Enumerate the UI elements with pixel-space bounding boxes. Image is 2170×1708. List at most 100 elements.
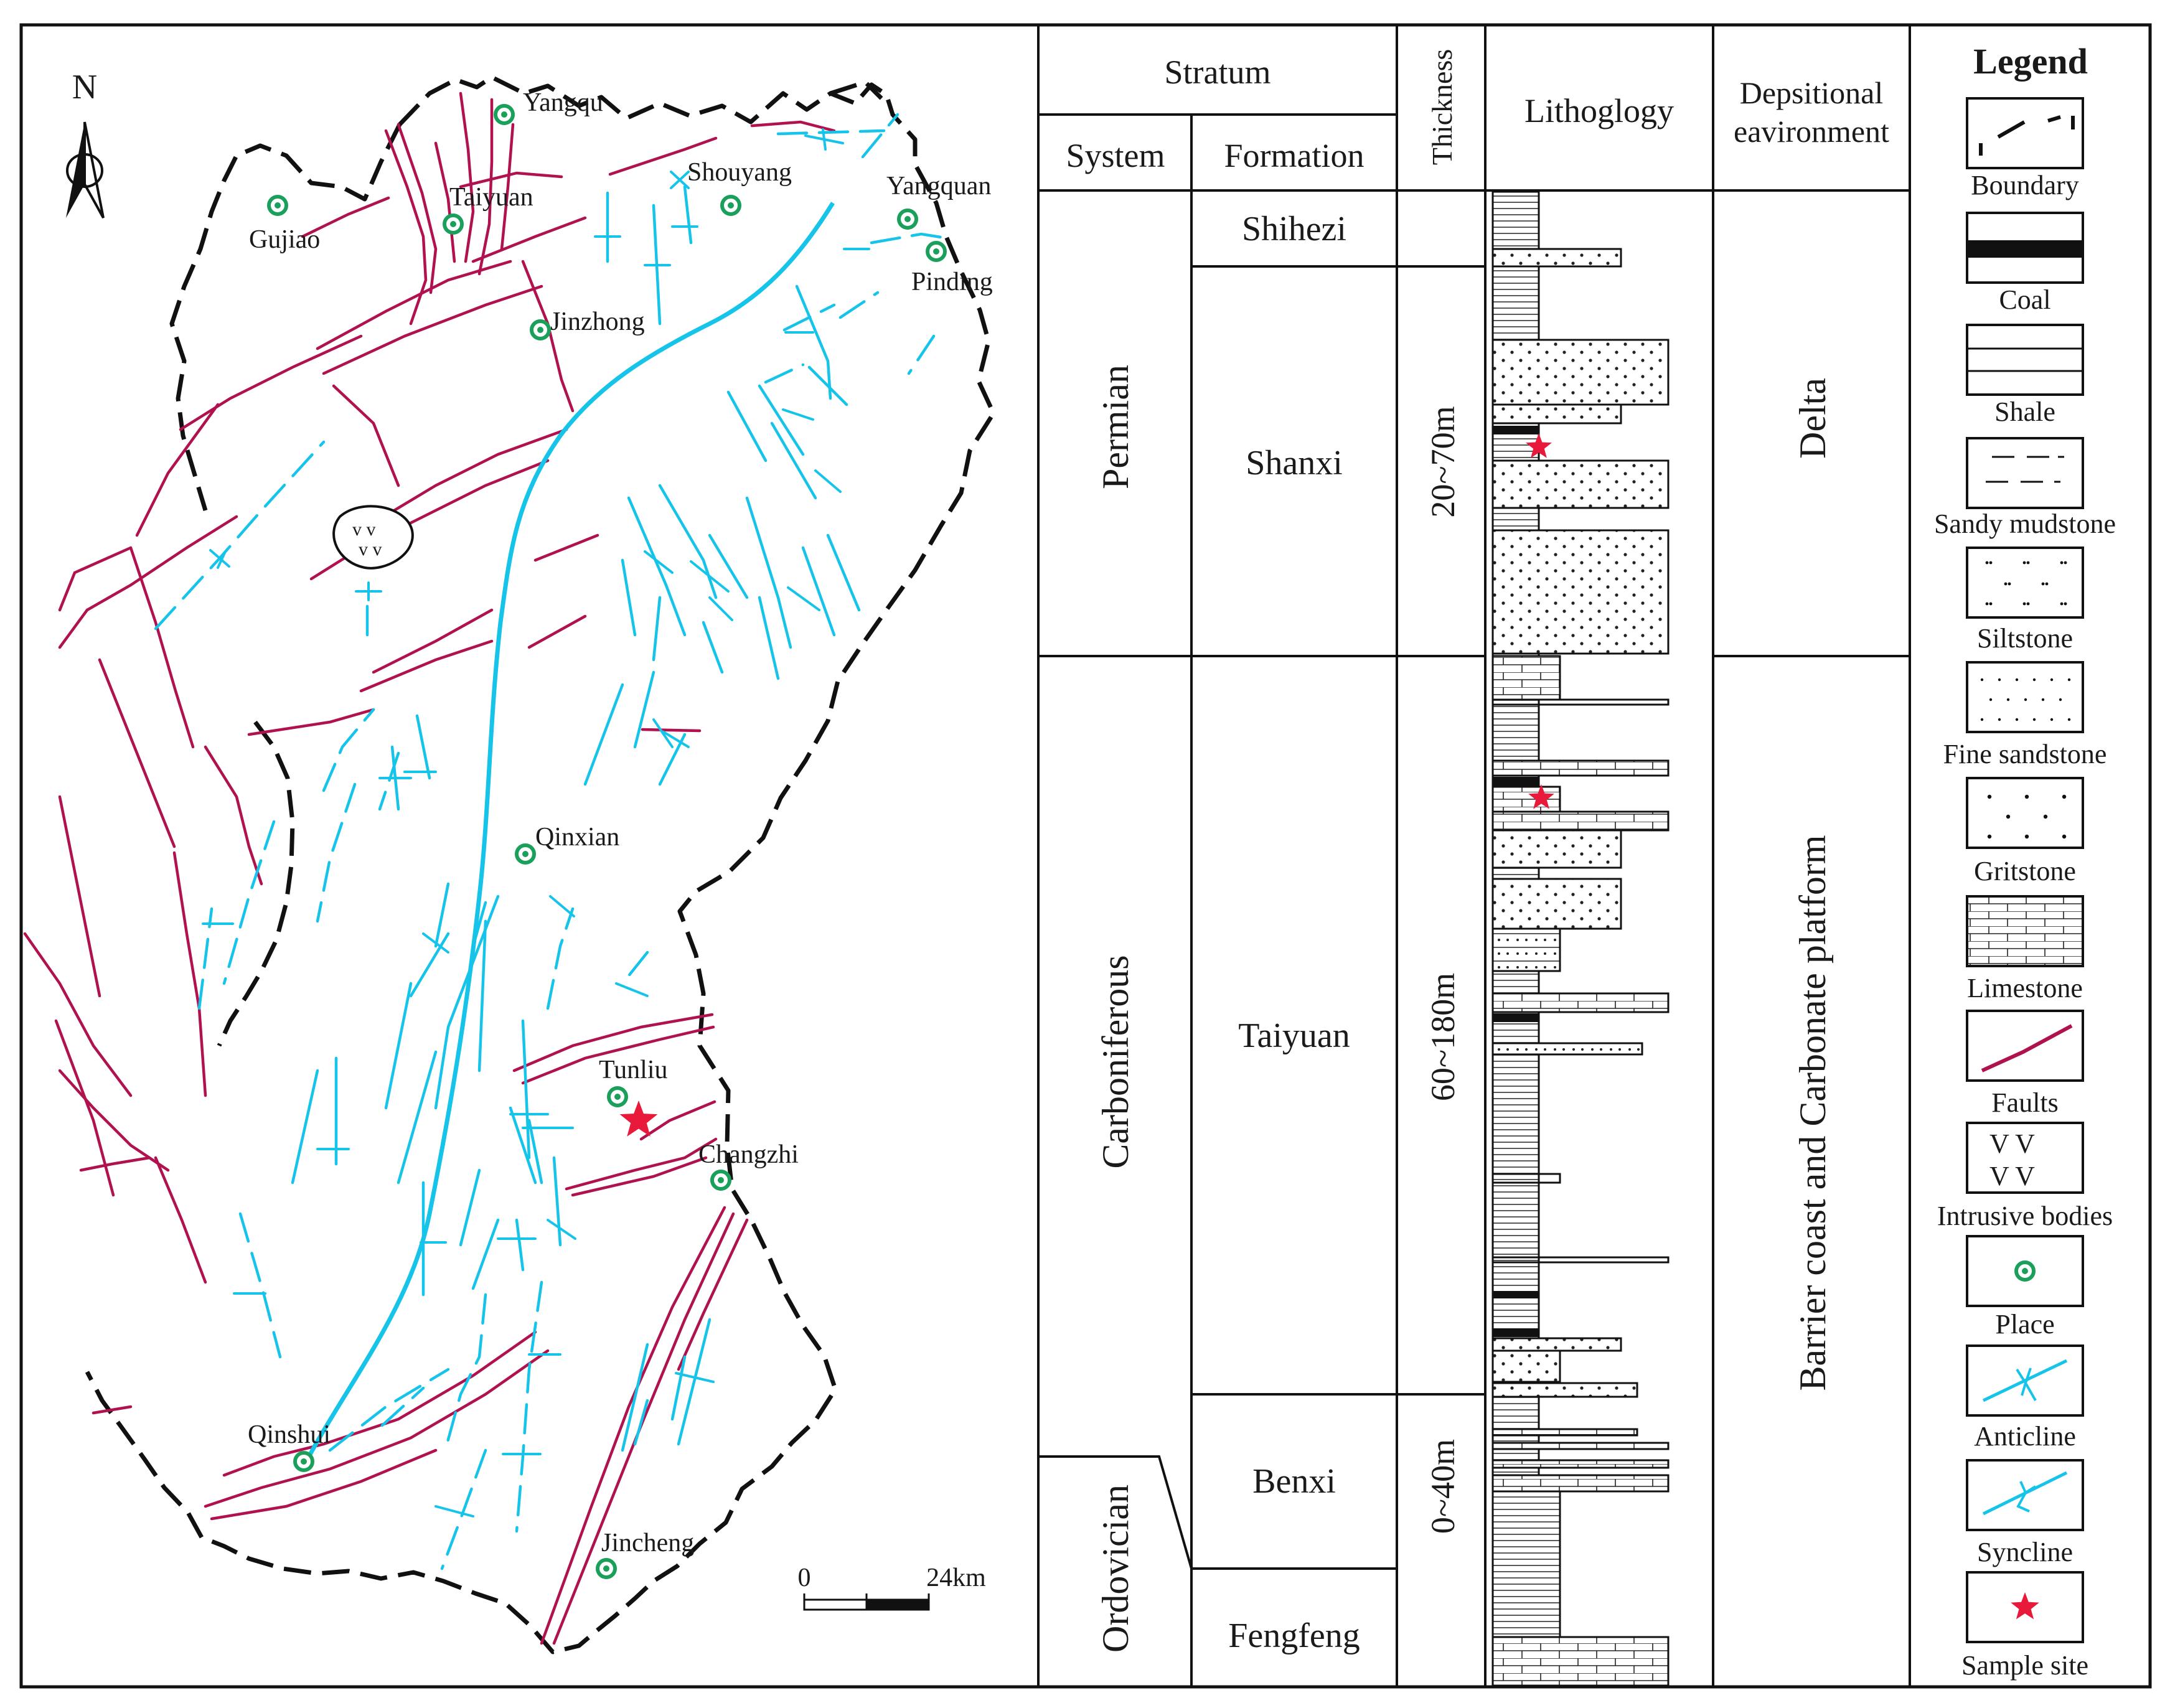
thickness-shanxi: 20~70m	[1424, 406, 1462, 517]
place-marker-dot	[275, 202, 281, 209]
legend-item-label: Siltstone	[1977, 623, 2073, 654]
place-marker-dot	[728, 202, 734, 209]
formation-shihezi: Shihezi	[1242, 210, 1346, 248]
place-marker-dot	[522, 851, 528, 857]
place-taiyuan[interactable]: Taiyuan	[443, 183, 533, 235]
legend-item-label: Anticline	[1974, 1421, 2076, 1452]
place-yangqu[interactable]: Yangqu	[494, 88, 603, 125]
place-marker-dot	[301, 1458, 307, 1465]
place-label: Yangquan	[886, 172, 991, 200]
place-qinxian[interactable]: Qinxian	[515, 823, 619, 865]
place-marker-dot	[450, 221, 456, 227]
column-sample-site-icon[interactable]	[1526, 433, 1552, 458]
header-stratum: Stratum	[1165, 54, 1271, 91]
place-marker-dot	[501, 111, 507, 118]
place-jincheng[interactable]: Jincheng	[596, 1529, 694, 1579]
legend-item-label: Fine sandstone	[1943, 739, 2107, 769]
thickness-benxi: 0~40m	[1424, 1439, 1462, 1534]
outer-frame	[19, 23, 2152, 1689]
map-panel: N	[23, 68, 996, 1654]
intrusive-body: v v v v	[332, 505, 414, 570]
legend-item-label: Limestone	[1967, 973, 2083, 1003]
place-label: Yangqu	[523, 88, 603, 117]
place-tunliu[interactable]: Tunliu	[599, 1056, 668, 1107]
fold-axes	[154, 113, 954, 1570]
legend-item-label: Faults	[1991, 1087, 2059, 1118]
place-gujiao[interactable]: Gujiao	[249, 195, 320, 254]
map-sample-site-icon[interactable]	[619, 1100, 658, 1137]
legend-item-label: Place	[1995, 1309, 2054, 1340]
system-ordovician: Ordovician	[1095, 1485, 1136, 1653]
strat-column	[1038, 25, 1911, 1687]
svg-text:v v: v v	[352, 519, 376, 540]
place-pinding[interactable]: Pinding	[911, 241, 993, 296]
header-system: System	[1066, 137, 1165, 174]
legend-item-label: Coal	[1999, 284, 2050, 315]
header-lithology: Lithoglogy	[1524, 92, 1674, 129]
scale-end-label: 24km	[926, 1564, 986, 1592]
main-syncline-axis	[304, 202, 835, 1463]
place-label: Pinding	[911, 268, 993, 296]
place-changzhi[interactable]: Changzhi	[698, 1140, 799, 1191]
column-sample-site-icon[interactable]	[1528, 784, 1554, 809]
system-permian: Permian	[1095, 365, 1136, 489]
legend-item-label: Shale	[1994, 396, 2055, 427]
place-label: Qinshui	[248, 1420, 331, 1449]
place-marker-dot	[904, 216, 911, 222]
svg-text:V V: V V	[1989, 1128, 2035, 1159]
legend-item-label: Sample site	[1961, 1650, 2088, 1681]
place-label: Jincheng	[601, 1529, 694, 1557]
place-label: Jinzhong	[550, 307, 645, 336]
legend-item-label: Syncline	[1977, 1537, 2073, 1567]
formation-fengfeng: Fengfeng	[1228, 1616, 1360, 1655]
legend-item-label: Intrusive bodies	[1937, 1201, 2113, 1231]
north-arrow-icon: N	[66, 68, 105, 218]
header-environment-line2: eavironment	[1734, 114, 1889, 149]
place-label: Qinxian	[535, 823, 619, 852]
place-marker-dot	[603, 1565, 609, 1572]
scale-start-label: 0	[798, 1564, 811, 1592]
basin-boundary	[85, 75, 996, 1654]
formation-benxi: Benxi	[1252, 1462, 1336, 1501]
place-label: Changzhi	[698, 1140, 799, 1169]
place-marker-dot	[537, 327, 543, 333]
scale-bar: 0 24km	[798, 1564, 986, 1611]
column-labels: Permian Carboniferous Ordovician Shihezi…	[1095, 210, 1833, 1655]
place-label: Gujiao	[249, 225, 320, 254]
legend-title: Legend	[1973, 41, 2088, 82]
svg-text:v v: v v	[359, 539, 382, 560]
lithology-column	[1491, 190, 1670, 1687]
place-marker-dot	[718, 1177, 724, 1183]
legend-item-label: Gritstone	[1974, 856, 2076, 886]
formation-shanxi: Shanxi	[1246, 444, 1343, 482]
system-carboniferous: Carboniferous	[1095, 955, 1136, 1168]
fold-markers	[202, 128, 870, 1518]
formation-taiyuan: Taiyuan	[1238, 1016, 1350, 1055]
place-label: Shouyang	[687, 158, 792, 187]
north-label: N	[72, 68, 97, 106]
place-shouyang[interactable]: Shouyang	[687, 158, 792, 216]
place-label: Taiyuan	[449, 183, 533, 212]
place-jinzhong[interactable]: Jinzhong	[530, 307, 645, 340]
place-yangquan[interactable]: Yangquan	[886, 172, 991, 230]
header-thickness: Thickness	[1426, 49, 1458, 166]
column-header: Stratum System Formation Thickness Litho…	[1066, 49, 1889, 174]
header-formation: Formation	[1224, 137, 1364, 174]
legend-item-label: Sandy mudstone	[1934, 509, 2116, 539]
faults	[23, 92, 836, 1645]
place-qinshui[interactable]: Qinshui	[248, 1420, 331, 1472]
fold-axes-solid	[291, 185, 861, 1452]
thickness-taiyuan: 60~180m	[1424, 973, 1462, 1101]
environment-delta: Delta	[1792, 378, 1833, 459]
legend-item-label: Boundary	[1971, 170, 2079, 200]
environment-barrier: Barrier coast and Carbonate platform	[1792, 835, 1833, 1391]
place-label: Tunliu	[599, 1056, 668, 1084]
svg-text:V V: V V	[1989, 1161, 2035, 1191]
place-marker-dot	[933, 248, 939, 255]
legend: Legend V V V	[1934, 41, 2116, 1681]
header-environment-line1: Depsitional	[1740, 75, 1884, 110]
place-marker-dot	[614, 1094, 621, 1100]
